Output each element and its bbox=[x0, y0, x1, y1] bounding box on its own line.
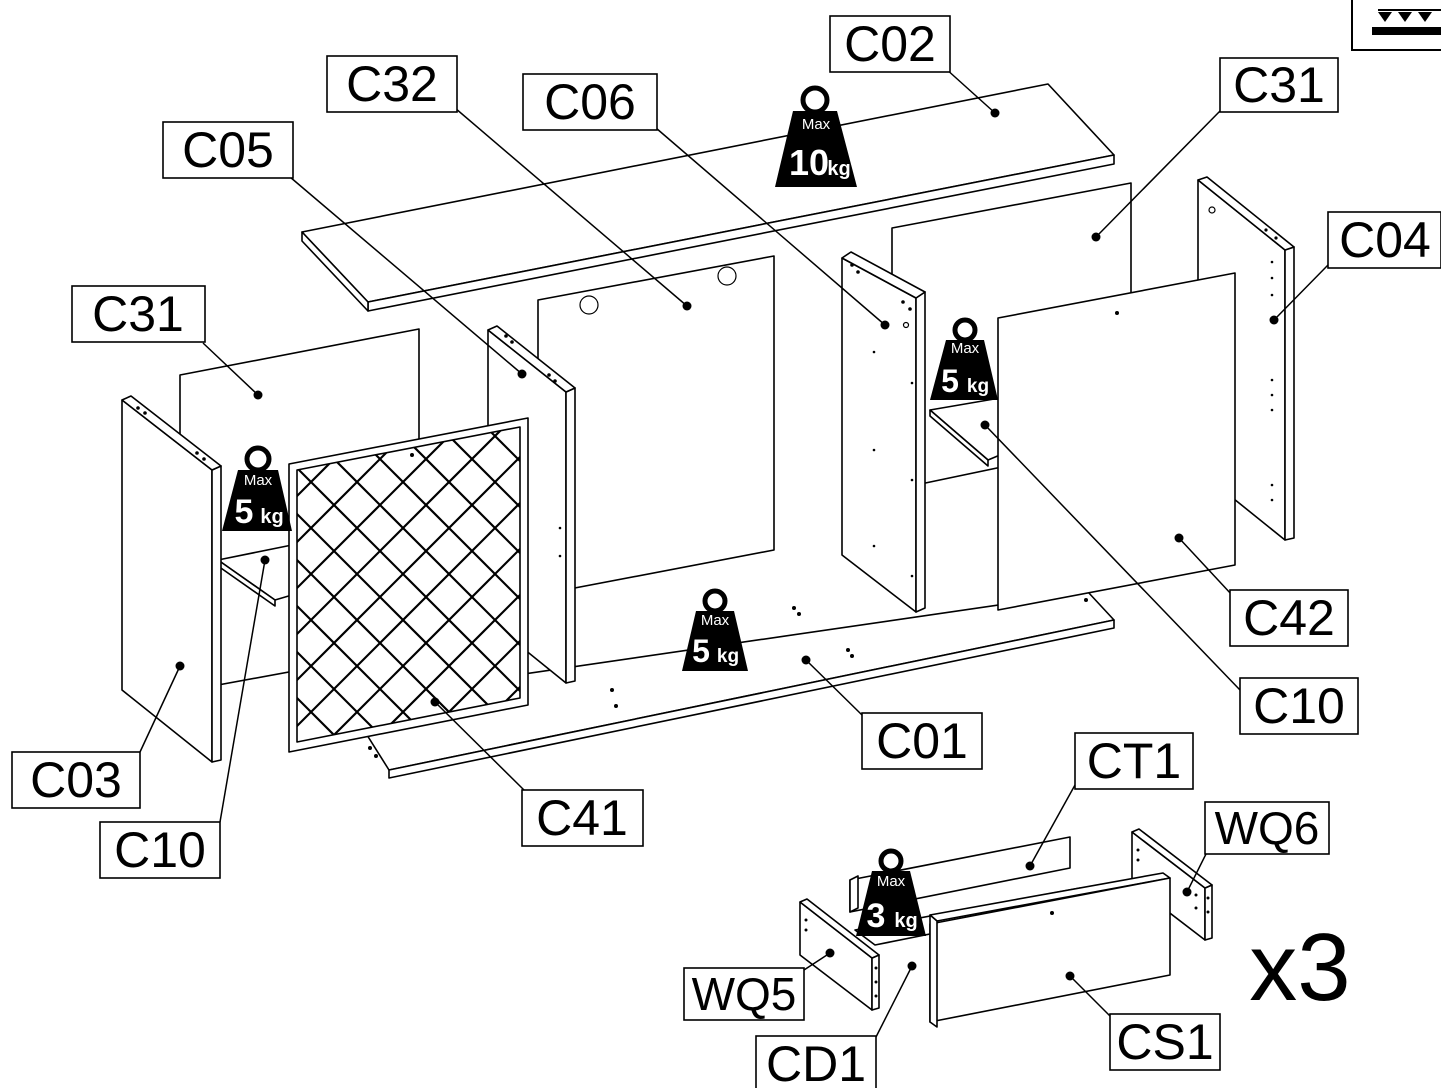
svg-text:5: 5 bbox=[692, 633, 710, 669]
weight-limit-icon: Max 5 kg bbox=[930, 317, 998, 400]
svg-text:CS1: CS1 bbox=[1116, 1014, 1213, 1070]
svg-text:C01: C01 bbox=[876, 713, 968, 769]
label-c31-top: C31 bbox=[1219, 57, 1339, 113]
label-c32: C32 bbox=[326, 55, 458, 113]
svg-text:Max: Max bbox=[951, 340, 980, 357]
lattice-bar bbox=[297, 427, 512, 742]
svg-text:C31: C31 bbox=[1233, 57, 1325, 113]
label-c05: C05 bbox=[162, 121, 294, 179]
svg-text:10: 10 bbox=[789, 142, 829, 183]
svg-text:kg: kg bbox=[717, 646, 739, 667]
svg-text:Max: Max bbox=[802, 116, 831, 133]
weight-limit-icon: Max 10 kg bbox=[775, 85, 857, 187]
svg-text:kg: kg bbox=[260, 506, 283, 528]
label-c02: C02 bbox=[829, 15, 951, 73]
lattice-bar bbox=[386, 427, 520, 742]
label-c01: C01 bbox=[861, 712, 983, 770]
lattice-bar bbox=[297, 427, 374, 742]
drawer-quantity: x3 bbox=[1249, 914, 1350, 1021]
label-c10-right: C10 bbox=[1239, 677, 1359, 735]
lattice-bar bbox=[297, 427, 498, 742]
svg-text:Max: Max bbox=[244, 472, 273, 489]
lattice-bar bbox=[297, 427, 360, 742]
lattice-bar bbox=[0, 420, 129, 760]
part-c42-right-door bbox=[997, 272, 1236, 611]
lattice-bar bbox=[400, 427, 520, 742]
lattice-bar bbox=[297, 427, 420, 742]
svg-text:Max: Max bbox=[701, 612, 730, 629]
lattice-bar bbox=[297, 427, 452, 742]
label-c03: C03 bbox=[11, 751, 141, 809]
svg-text:CT1: CT1 bbox=[1087, 733, 1181, 789]
svg-text:Max: Max bbox=[877, 873, 906, 890]
part-c10-right-shelf bbox=[929, 397, 1001, 467]
lattice-bar bbox=[297, 427, 520, 742]
label-wq5: WQ5 bbox=[683, 967, 805, 1021]
label-c42: C42 bbox=[1229, 589, 1349, 647]
svg-text:C31: C31 bbox=[92, 286, 184, 342]
part-c03-left-side bbox=[121, 395, 222, 763]
svg-text:C02: C02 bbox=[844, 16, 936, 72]
label-cd1: CD1 bbox=[755, 1035, 877, 1088]
label-ct1: CT1 bbox=[1074, 732, 1194, 790]
lattice-bar bbox=[297, 427, 520, 742]
svg-text:CD1: CD1 bbox=[766, 1036, 866, 1088]
svg-text:C06: C06 bbox=[544, 74, 636, 130]
svg-text:C32: C32 bbox=[346, 56, 438, 112]
lattice-bar bbox=[432, 427, 520, 742]
part-c41-lattice-door bbox=[0, 417, 529, 760]
lattice-bar bbox=[297, 427, 520, 742]
lattice-bar bbox=[0, 420, 83, 760]
svg-text:WQ6: WQ6 bbox=[1215, 802, 1320, 854]
leader-lines bbox=[139, 67, 1329, 1038]
svg-text:C41: C41 bbox=[536, 790, 628, 846]
svg-text:C05: C05 bbox=[182, 122, 274, 178]
svg-text:3: 3 bbox=[867, 897, 886, 935]
svg-text:5: 5 bbox=[235, 493, 254, 531]
part-c02-top-shelf bbox=[301, 83, 1115, 312]
label-c31-left: C31 bbox=[71, 285, 206, 343]
part-c06-divider bbox=[841, 251, 926, 613]
part-c32-middle-back bbox=[537, 255, 775, 596]
weight-limit-icon: Max 3 kg bbox=[856, 848, 926, 936]
lattice-bar bbox=[354, 427, 520, 742]
drawer-assembly bbox=[799, 828, 1213, 1028]
label-wq6: WQ6 bbox=[1204, 801, 1330, 855]
svg-text:5: 5 bbox=[941, 363, 959, 399]
weight-limit-icon: Max 5 kg bbox=[222, 445, 292, 531]
lattice-bar bbox=[340, 427, 520, 742]
svg-text:WQ5: WQ5 bbox=[692, 968, 797, 1020]
floor-fixing-icon bbox=[1351, 0, 1441, 51]
lattice-bar bbox=[0, 420, 37, 760]
lattice-bar bbox=[297, 427, 520, 742]
svg-text:C10: C10 bbox=[114, 822, 206, 878]
label-c10-left: C10 bbox=[99, 821, 221, 879]
svg-text:C04: C04 bbox=[1339, 212, 1431, 268]
label-c04: C04 bbox=[1327, 211, 1441, 269]
lattice-bar bbox=[297, 427, 406, 742]
part-c01-bottom-shelf bbox=[344, 591, 1115, 779]
label-c06: C06 bbox=[522, 73, 658, 131]
lattice-bar bbox=[308, 427, 520, 742]
svg-text:C42: C42 bbox=[1243, 590, 1335, 646]
svg-text:kg: kg bbox=[967, 376, 989, 397]
weight-limit-icon: Max 5 kg bbox=[682, 588, 748, 671]
label-c41: C41 bbox=[521, 789, 644, 847]
lattice-bar bbox=[297, 427, 466, 742]
svg-text:kg: kg bbox=[827, 158, 850, 180]
svg-text:C03: C03 bbox=[30, 752, 122, 808]
lattice-bar bbox=[0, 420, 97, 760]
svg-text:C10: C10 bbox=[1253, 678, 1345, 734]
svg-text:kg: kg bbox=[894, 910, 917, 932]
lattice-bar bbox=[297, 427, 520, 742]
label-cs1: CS1 bbox=[1109, 1013, 1221, 1071]
